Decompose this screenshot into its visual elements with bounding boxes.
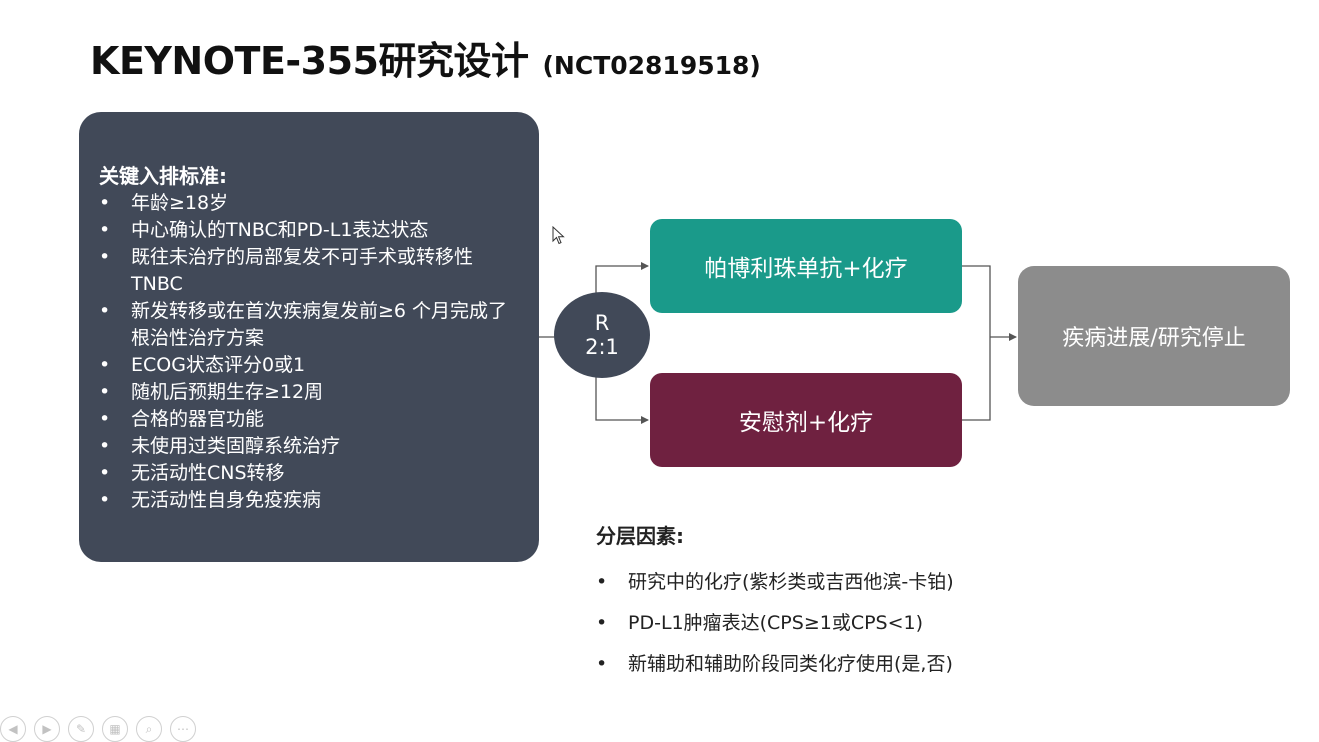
- stratification-item: • PD-L1肿瘤表达(CPS≥1或CPS<1): [596, 603, 954, 644]
- criteria-item: • ECOG状态评分0或1: [99, 352, 519, 379]
- criteria-item: • 中心确认的TNBC和PD-L1表达状态: [99, 217, 519, 244]
- stratification-item-text: PD-L1肿瘤表达(CPS≥1或CPS<1): [628, 612, 924, 634]
- endpoint-label: 疾病进展/研究停止: [1062, 326, 1246, 351]
- bullet-icon: •: [99, 354, 111, 376]
- bullet-icon: •: [99, 381, 111, 403]
- bullet-icon: •: [99, 300, 111, 322]
- criteria-item: • 无活动性自身免疫疾病: [99, 487, 519, 514]
- bullet-icon: •: [596, 612, 608, 634]
- zoom-icon[interactable]: ⌕: [136, 716, 162, 742]
- bullet-icon: •: [99, 246, 111, 268]
- connector-to-arm-2: [595, 372, 649, 424]
- criteria-item-text: 合格的器官功能: [131, 408, 265, 430]
- connector-arm-1-out: [962, 265, 991, 421]
- bullet-icon: •: [596, 653, 608, 675]
- criteria-item: • 合格的器官功能: [99, 406, 519, 433]
- criteria-item-text: 年龄≥18岁: [131, 192, 229, 214]
- connector-to-arm-1: [595, 262, 649, 300]
- criteria-list: • 年龄≥18岁 • 中心确认的TNBC和PD-L1表达状态 • 既往未治疗的局部复发…: [99, 190, 519, 514]
- stratification-heading: 分层因素:: [596, 524, 684, 548]
- criteria-item: • 既往未治疗的局部复发不可手术或转移性TNBC: [99, 244, 519, 298]
- criteria-item: • 年龄≥18岁: [99, 190, 519, 217]
- arm-label: 安慰剂+化疗: [738, 410, 874, 436]
- mouse-cursor-icon: [552, 226, 565, 245]
- stratification-list: • 研究中的化疗(紫杉类或吉西他滨-卡铂) • PD-L1肿瘤表达(CPS≥1或CP…: [596, 562, 954, 685]
- arm-label: 帕博利珠单抗+化疗: [704, 256, 908, 282]
- criteria-item-text: 无活动性CNS转移: [131, 462, 285, 484]
- randomization-label: R: [594, 311, 610, 335]
- bullet-icon: •: [99, 435, 111, 457]
- title-main: KEYNOTE-355研究设计: [90, 39, 529, 83]
- bullet-icon: •: [596, 571, 608, 593]
- arm-placebo: 安慰剂+化疗: [650, 373, 962, 467]
- title-trial-id: (NCT02819518): [542, 51, 761, 80]
- player-controls[interactable]: ◀ ▶ ✎ ▦ ⌕ ⋯: [0, 716, 196, 742]
- more-icon[interactable]: ⋯: [170, 716, 196, 742]
- bullet-icon: •: [99, 489, 111, 511]
- stratification-item: • 新辅助和辅助阶段同类化疗使用(是,否): [596, 644, 954, 685]
- criteria-item-text: 中心确认的TNBC和PD-L1表达状态: [131, 219, 429, 241]
- criteria-item-text: ECOG状态评分0或1: [131, 354, 306, 376]
- slides-icon[interactable]: ▦: [102, 716, 128, 742]
- randomization-node: R 2:1: [554, 292, 650, 378]
- criteria-item-text: 未使用过类固醇系统治疗: [131, 435, 341, 457]
- bullet-icon: •: [99, 462, 111, 484]
- endpoint-box: 疾病进展/研究停止: [1018, 266, 1290, 406]
- stratification-item-text: 研究中的化疗(紫杉类或吉西他滨-卡铂): [628, 571, 954, 593]
- criteria-item: • 未使用过类固醇系统治疗: [99, 433, 519, 460]
- arm-pembrolizumab: 帕博利珠单抗+化疗: [650, 219, 962, 313]
- criteria-item-text: 新发转移或在首次疾病复发前≥6 个月完成了根治性治疗方案: [131, 300, 508, 349]
- play-icon[interactable]: ▶: [34, 716, 60, 742]
- criteria-item-text: 既往未治疗的局部复发不可手术或转移性TNBC: [131, 246, 474, 295]
- criteria-heading: 关键入排标准:: [99, 164, 227, 188]
- slide-title: KEYNOTE-355研究设计 (NCT02819518): [90, 30, 761, 85]
- bullet-icon: •: [99, 192, 111, 214]
- criteria-item: • 新发转移或在首次疾病复发前≥6 个月完成了根治性治疗方案: [99, 298, 519, 352]
- criteria-item-text: 无活动性自身免疫疾病: [131, 489, 322, 511]
- bullet-icon: •: [99, 408, 111, 430]
- stratification-item-text: 新辅助和辅助阶段同类化疗使用(是,否): [628, 653, 953, 675]
- prev-icon[interactable]: ◀: [0, 716, 26, 742]
- criteria-item: • 无活动性CNS转移: [99, 460, 519, 487]
- criteria-box: 关键入排标准: • 年龄≥18岁 • 中心确认的TNBC和PD-L1表达状态 • 既往…: [79, 112, 539, 562]
- randomization-ratio: 2:1: [585, 335, 619, 359]
- criteria-item-text: 随机后预期生存≥12周: [131, 381, 324, 403]
- stratification-item: • 研究中的化疗(紫杉类或吉西他滨-卡铂): [596, 562, 954, 603]
- criteria-item: • 随机后预期生存≥12周: [99, 379, 519, 406]
- pen-icon[interactable]: ✎: [68, 716, 94, 742]
- bullet-icon: •: [99, 219, 111, 241]
- stratification-section: 分层因素: • 研究中的化疗(紫杉类或吉西他滨-卡铂) • PD-L1肿瘤表达(CP…: [596, 522, 954, 685]
